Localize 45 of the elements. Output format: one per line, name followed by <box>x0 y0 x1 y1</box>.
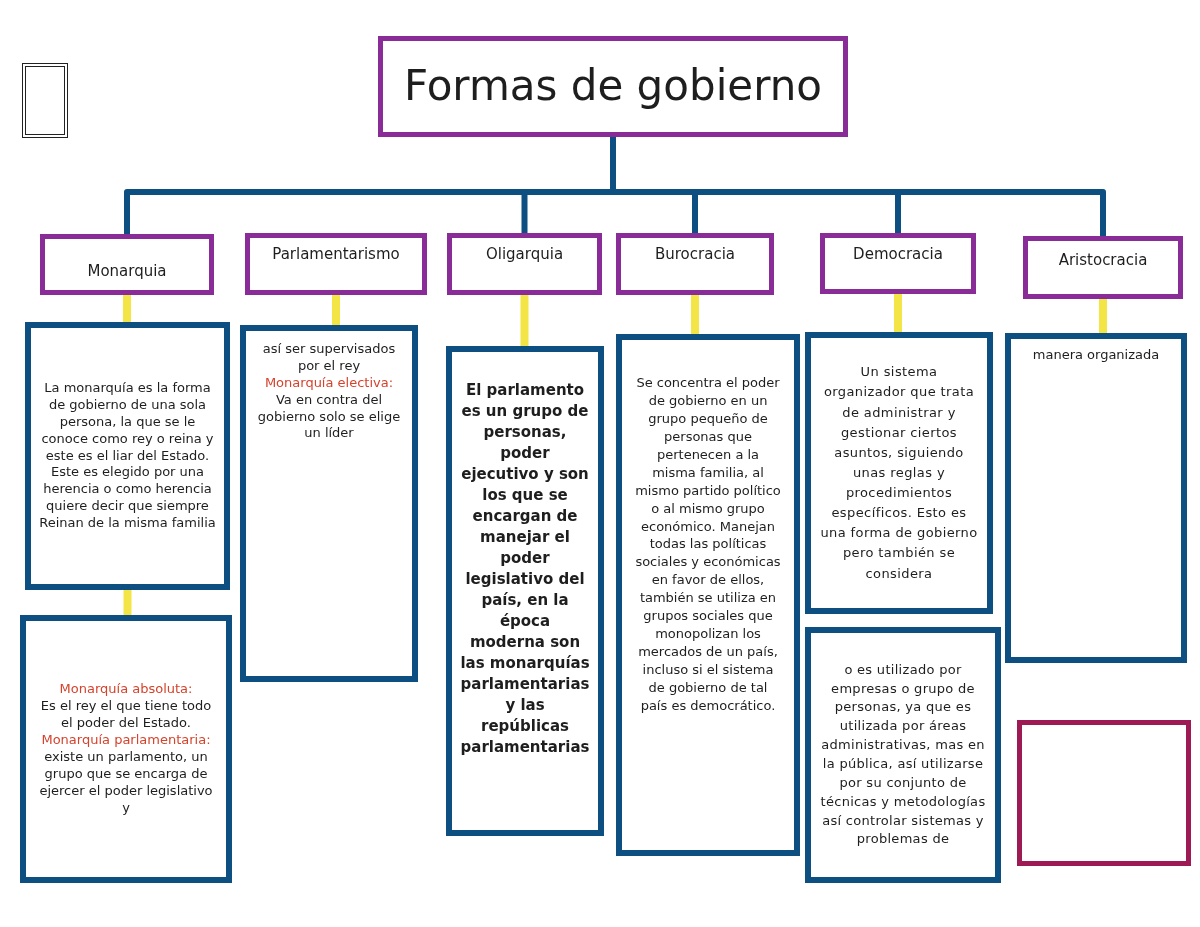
description-text: así ser supervisados por el rey <box>261 341 397 375</box>
connector-line <box>1099 299 1107 333</box>
empty-frame <box>22 63 68 138</box>
category-box <box>616 233 774 295</box>
category-box <box>1023 236 1183 299</box>
description-box <box>446 346 604 836</box>
description-box <box>25 322 230 590</box>
description-text: Va en contra del gobierno solo se elige un líder <box>256 391 402 443</box>
title-box <box>378 36 848 137</box>
description-text: existe un parlamento, un grupo que se encarga de ejercer el poder legislativo y <box>38 749 214 817</box>
term-label: Monarquía absoluta: <box>59 681 193 699</box>
category-label: Parlamentarismo <box>272 245 400 264</box>
connector-line <box>520 295 529 346</box>
description-box <box>805 627 1001 883</box>
empty-frame <box>1017 720 1191 866</box>
category-label: Burocracia <box>655 245 735 264</box>
description-box <box>616 334 800 856</box>
connector-line <box>332 295 340 325</box>
connector-line <box>894 294 902 332</box>
category-box <box>447 233 602 295</box>
description-text: Se concentra el poder de gobierno en un grupo pequeño de personas que pertenecen a la misma familia, al mismo partido político o al mismo grupo económico. Manejan todas las políticas sociales y económicas en favor de ellos, también se utiliza en grupos sociales que monopolizan los mercados de un país, incluso si el sistema de gobierno de tal país es democrático. <box>634 374 782 715</box>
category-label: Aristocracia <box>1058 251 1148 270</box>
description-text: manera organizada <box>1032 347 1160 363</box>
category-label: Democracia <box>853 245 943 264</box>
term-label: Monarquía electiva: <box>264 374 394 392</box>
category-box <box>245 233 427 295</box>
description-box <box>20 615 232 883</box>
term-label: Monarquía parlamentaria: <box>41 732 211 749</box>
title-text: Formas de gobierno <box>404 60 822 113</box>
description-box <box>1005 333 1187 663</box>
description-text: Es el rey el que tiene todo el poder del Estado. <box>39 698 213 733</box>
description-text: o es utilizado por empresas o grupo de personas, ya que es utilizada por áreas administrativas, mas en la pública, así utilizarse por su conjunto de técnicas y metodologías así controlar sistemas y problemas de <box>819 660 987 849</box>
description-text: Un sistema organizador que trata de administrar y gestionar ciertos asuntos, siguiendo unas reglas y procedimientos específicos. Esto es una forma de gobierno pero también se considera <box>819 363 979 583</box>
connector-line <box>610 137 1106 236</box>
category-label: Monarquia <box>87 262 167 281</box>
connector-line <box>691 295 699 334</box>
category-label: Oligarquia <box>485 245 564 264</box>
description-box <box>240 325 418 682</box>
description-text: El parlamento es un grupo de personas, poder ejecutivo y son los que se encargan de manejar el poder legislativo del país, en la época moderna son las monarquías parlamentarias y las repúblicas parlamentarias <box>460 380 590 758</box>
connector-line <box>123 590 132 615</box>
description-box <box>805 332 993 614</box>
category-box <box>820 233 976 294</box>
connector-line <box>123 295 131 322</box>
description-text: La monarquía es la forma de gobierno de una sola persona, la que se le conoce como rey o reina y este es el liar del Estado. Este es elegido por una herencia o como herencia quiere decir que siempre Reinan de la misma familia <box>39 380 216 532</box>
category-box <box>40 234 214 295</box>
